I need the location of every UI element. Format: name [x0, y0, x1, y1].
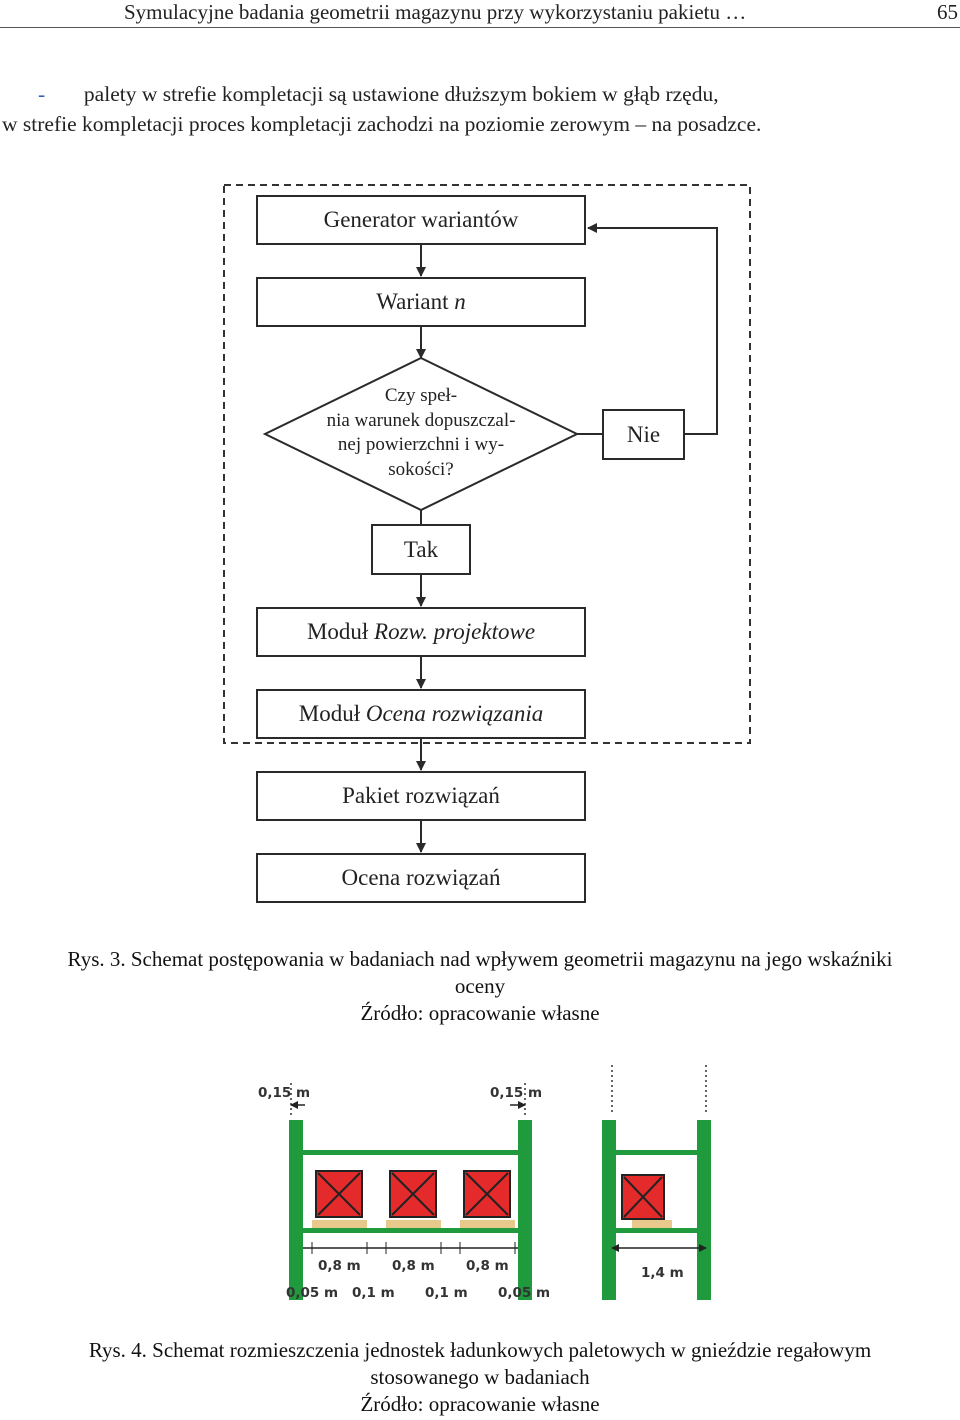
figure3-caption: Rys. 3. Schemat postępowania w badaniach…: [0, 946, 960, 1027]
pallet: [460, 1220, 515, 1228]
decision-line: sokości?: [388, 458, 454, 480]
side-beam-top: [616, 1150, 697, 1155]
ocena-rozwiazan-label: Ocena rozwiązań: [341, 865, 501, 890]
loop-back-line: [587, 223, 718, 435]
figure3-source: Źródło: opracowanie własne: [360, 1001, 600, 1025]
pallet-width-label: 0,8 m: [392, 1258, 435, 1274]
wariant-box: Wariant n: [256, 277, 586, 327]
paragraph-line: w strefie kompletacji proces kompletacji…: [2, 112, 762, 136]
side-load-unit: [621, 1174, 665, 1220]
modul-ocena-box: Moduł Ocena rozwiązania: [256, 689, 586, 739]
figure3-caption-line: Rys. 3. Schemat postępowania w badaniach…: [67, 947, 893, 971]
beam-top: [303, 1150, 518, 1155]
upright-right: [518, 1120, 532, 1300]
bullet-dash: -: [38, 82, 46, 106]
pallet: [386, 1220, 441, 1228]
clearance-label-left: 0,15 m: [258, 1085, 310, 1101]
figure4-caption: Rys. 4. Schemat rozmieszczenia jednostek…: [0, 1337, 960, 1418]
figure4-source: Źródło: opracowanie własne: [360, 1392, 600, 1416]
gap-label: 0,05 m: [498, 1285, 550, 1301]
modul-rozw-label: Moduł Rozw. projektowe: [306, 619, 536, 644]
tak-label: Tak: [403, 536, 439, 562]
decision-text: Czy speł- nia warunek dopuszczal- nej po…: [300, 384, 542, 482]
flowchart: Generator wariantów Wariant n Czy speł- …: [223, 184, 751, 903]
rack-diagram: 0,15 m 0,15 m: [258, 1065, 711, 1301]
wariant-label: Wariant n: [376, 289, 466, 314]
running-head: Symulacyjne badania geometrii magazynu p…: [0, 0, 960, 28]
pallet: [312, 1220, 367, 1228]
decision-line: Czy speł-: [384, 385, 458, 406]
clearance-label-right: 0,15 m: [490, 1085, 542, 1101]
gap-label: 0,1 m: [425, 1285, 468, 1301]
generator-box: Generator wariantów: [256, 195, 586, 245]
figure4-caption-line: stosowanego w badaniach: [370, 1365, 590, 1389]
generator-label: Generator wariantów: [323, 207, 519, 232]
nie-box: Nie: [602, 409, 685, 460]
bullet-text: palety w strefie kompletacji są ustawion…: [83, 82, 719, 106]
bullet-line: - palety w strefie kompletacji są ustawi…: [38, 82, 719, 107]
pallet-width-label: 0,8 m: [318, 1258, 361, 1274]
gap-label: 0,05 m: [286, 1285, 338, 1301]
side-upright-right: [697, 1120, 711, 1300]
figure3-caption-line: oceny: [454, 974, 506, 998]
decision-line: nej powierzchni i wy-: [337, 434, 505, 455]
dashed-boundary: [223, 184, 751, 744]
load-unit: [315, 1170, 363, 1218]
gap-label: 0,1 m: [352, 1285, 395, 1301]
depth-label: 1,4 m: [641, 1265, 684, 1281]
upright-left: [289, 1120, 303, 1300]
flowchart-lines: [223, 184, 751, 853]
pakiet-label: Pakiet rozwiązań: [342, 783, 500, 808]
modul-rozw-box: Moduł Rozw. projektowe: [256, 607, 586, 657]
decision-line: nia warunek dopuszczal-: [326, 409, 516, 431]
tak-box: Tak: [371, 524, 471, 575]
side-beam-bottom: [616, 1228, 697, 1233]
figure4-caption-line: Rys. 4. Schemat rozmieszczenia jednostek…: [88, 1338, 872, 1362]
nie-label: Nie: [626, 421, 661, 447]
header-rule: [0, 27, 960, 28]
running-title: Symulacyjne badania geometrii magazynu p…: [124, 0, 747, 24]
side-upright-left: [602, 1120, 616, 1300]
ocena-rozwiazan-box: Ocena rozwiązań: [256, 853, 586, 903]
page-number: 65: [937, 0, 958, 24]
load-unit: [463, 1170, 511, 1218]
load-unit: [389, 1170, 437, 1218]
beam-bottom: [303, 1228, 518, 1233]
side-pallet: [632, 1220, 672, 1228]
pallet-width-label: 0,8 m: [466, 1258, 509, 1274]
modul-ocena-label: Moduł Ocena rozwiązania: [298, 701, 544, 726]
decision-diamond: [262, 356, 580, 512]
pakiet-box: Pakiet rozwiązań: [256, 771, 586, 821]
